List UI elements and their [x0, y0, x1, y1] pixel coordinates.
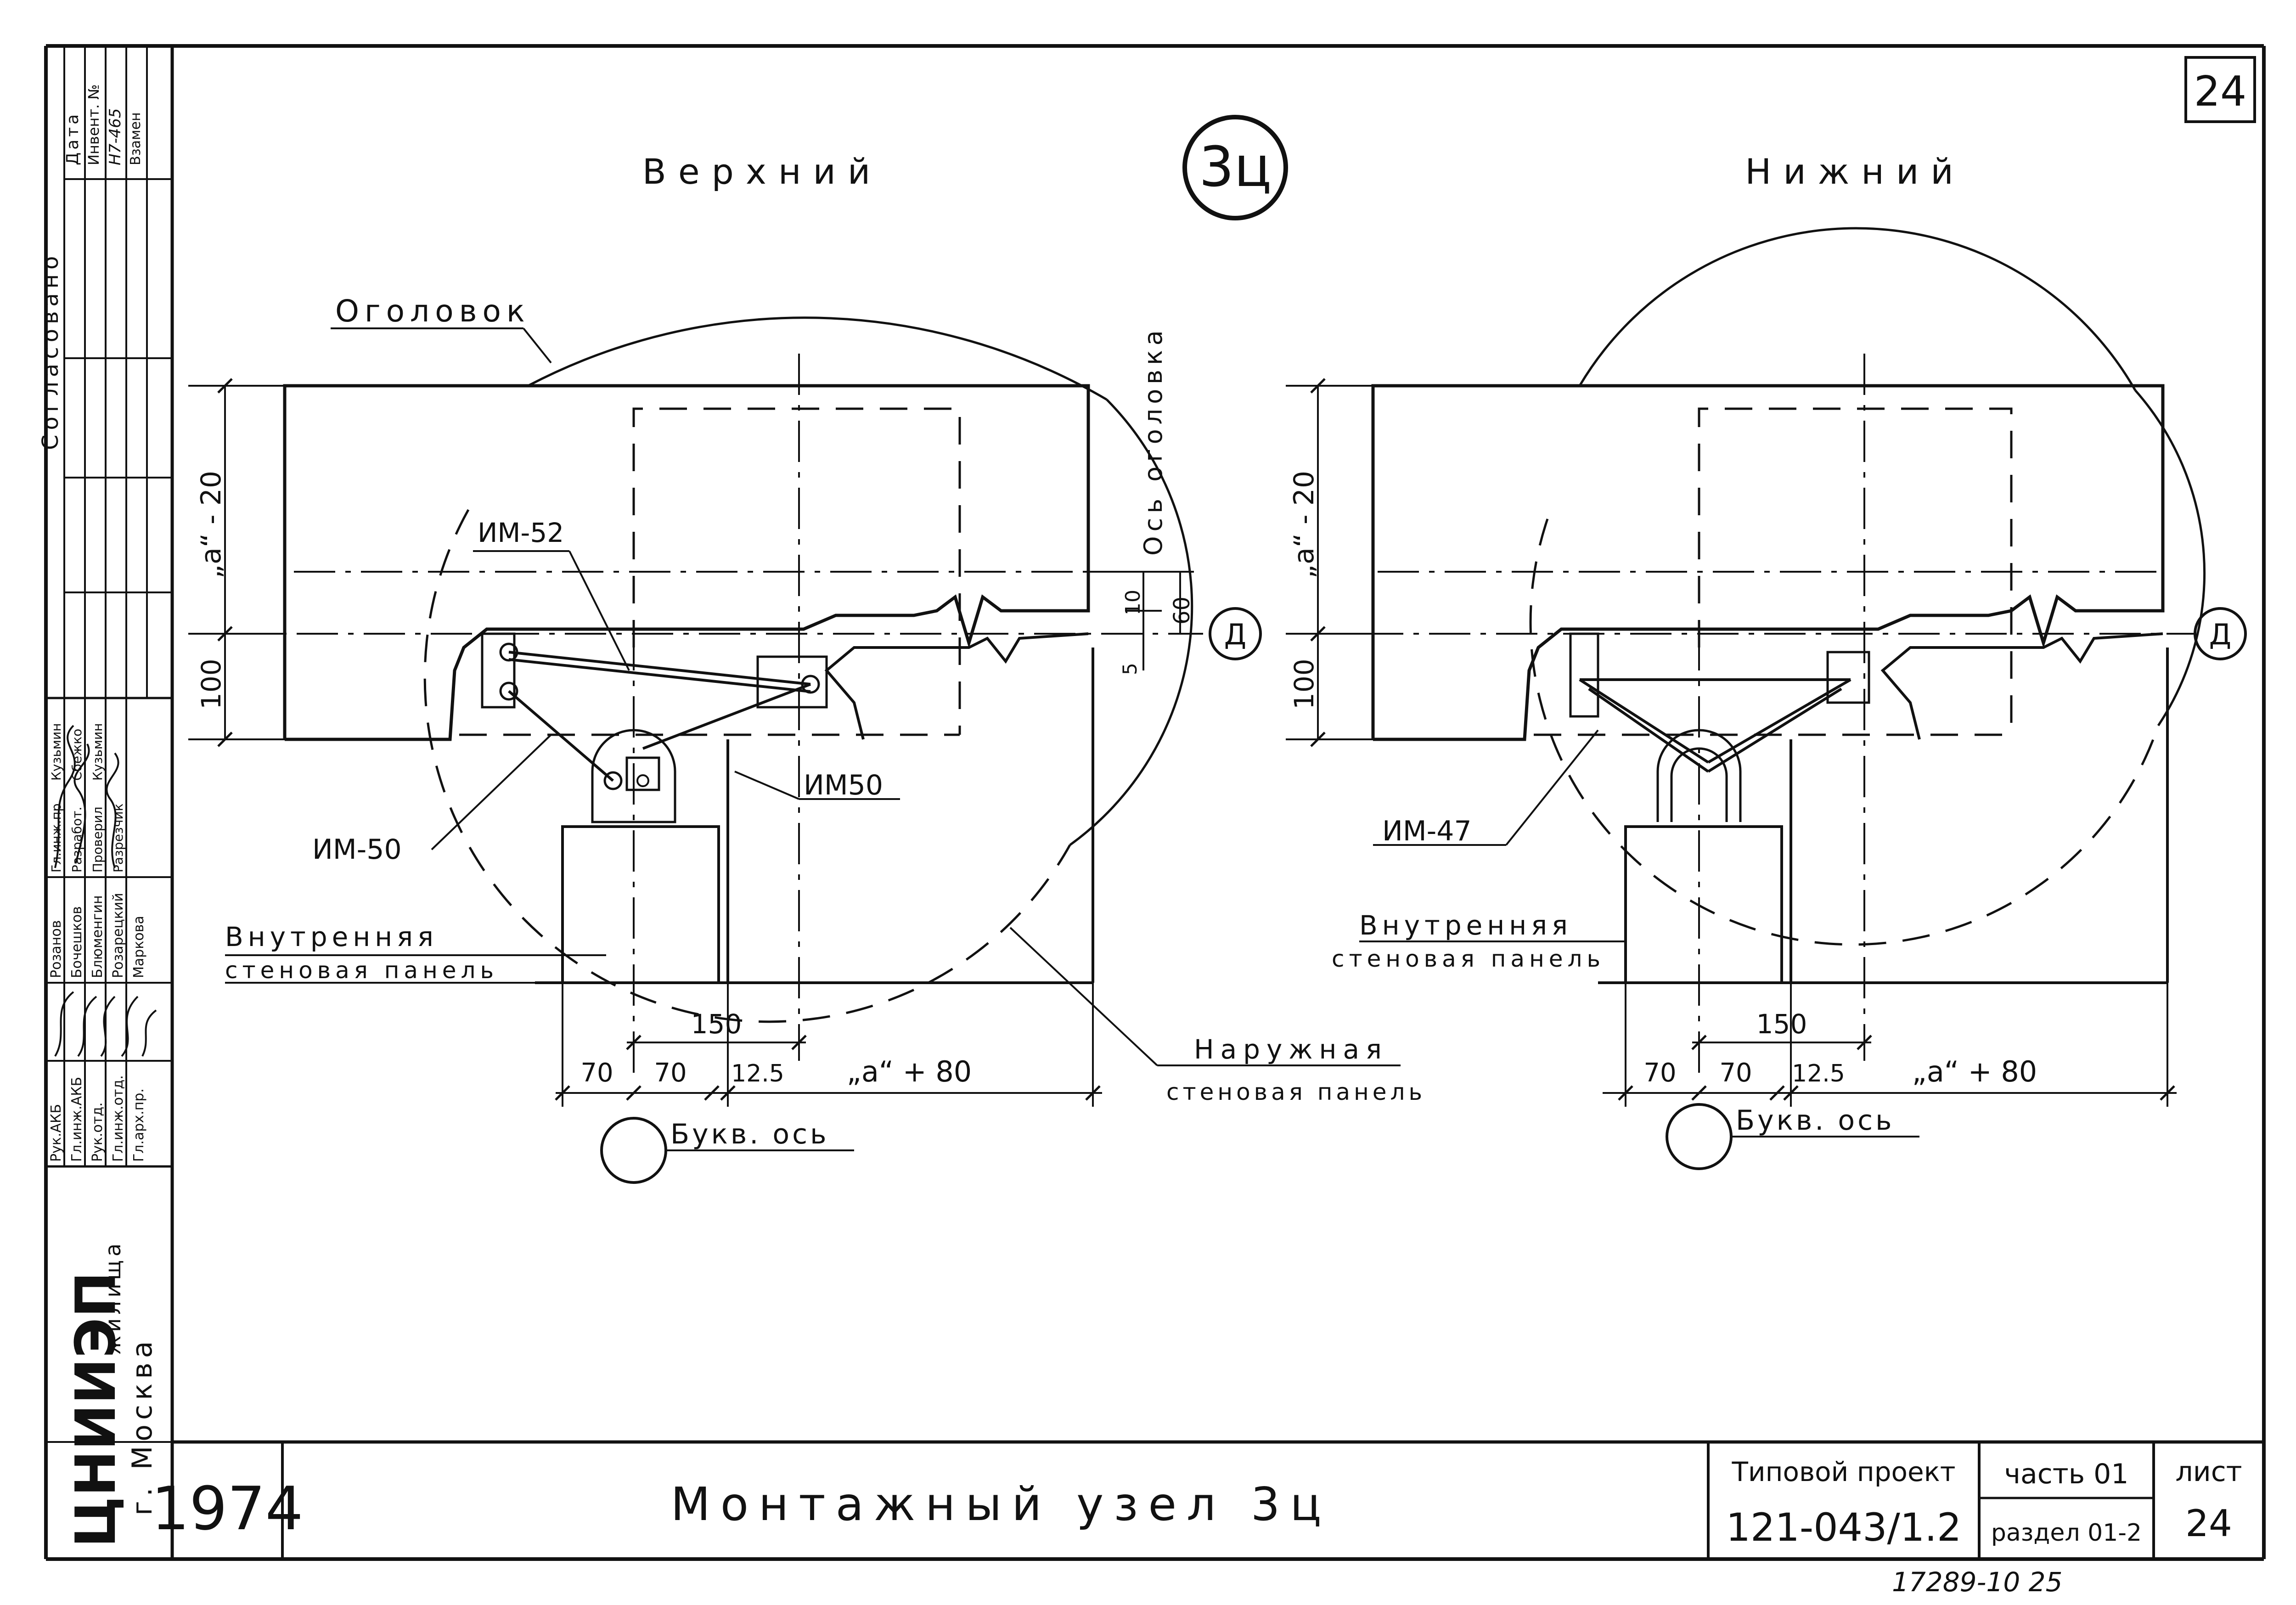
node-mark-circle: [1182, 115, 1288, 220]
side-block: [46, 46, 172, 1443]
title-block: [172, 1440, 2264, 1559]
name-5: Маркова: [131, 916, 147, 978]
inventory-label: Инвент. №: [85, 84, 102, 165]
signature-roles: Рук.АКБ Гл.инж.АКБ Рук.отд. Гл.инж.отд. …: [48, 893, 147, 1162]
right-view: [1286, 227, 2247, 1170]
left-im50-label: ИМ-50: [312, 833, 402, 866]
right-dim-70b: 70: [1719, 1058, 1752, 1088]
right-view-title: Нижний: [1745, 151, 1965, 192]
left-dim-12-5: 12.5: [731, 1060, 784, 1087]
right-inner-panel-2: стеновая панель: [1332, 946, 1605, 972]
right-dim-a-plus-80: „а“ + 80: [1912, 1055, 2037, 1088]
right-inner-panel-1: Внутренняя: [1359, 910, 1572, 941]
project-label: Типовой проект: [1731, 1456, 1955, 1487]
node-mark: 3ц: [1199, 135, 1272, 199]
left-dim-70b: 70: [654, 1058, 687, 1088]
name-3: Блюменгин: [90, 895, 106, 978]
replaces-label: Взамен: [128, 112, 144, 165]
signature-marks: [54, 725, 157, 1057]
role-3: Рук.отд.: [90, 1102, 106, 1162]
right-dim-a-minus-20: „а“ - 20: [1288, 471, 1320, 579]
org-subtitle: жилища: [101, 1240, 125, 1355]
left-letter-axis: Букв. ось: [670, 1118, 829, 1150]
sheet-frame: [44, 44, 2266, 1561]
left-dim-60: 60: [1169, 597, 1195, 625]
role-4: Гл.инж.отд.: [110, 1075, 126, 1162]
year: 1974: [152, 1474, 304, 1543]
name2-c: Кузьмин: [90, 723, 105, 781]
outer-panel-1: Наружная: [1194, 1034, 1388, 1065]
right-dim-12-5: 12.5: [1792, 1060, 1845, 1087]
right-dim-150: 150: [1756, 1008, 1807, 1040]
role2-c: Проверил: [90, 806, 105, 873]
left-dim-a-plus-80: „а“ + 80: [847, 1055, 972, 1088]
bottom-code: 17289-10 25: [1892, 1566, 2062, 1598]
left-view: [188, 316, 1401, 1184]
right-letter-axis: Букв. ось: [1736, 1104, 1894, 1137]
left-dim-a-minus-20: „а“ - 20: [195, 471, 227, 579]
part-label: часть 01: [2004, 1458, 2129, 1490]
right-im47-label: ИМ-47: [1382, 815, 1472, 847]
left-inner-panel-1: Внутренняя: [225, 921, 438, 952]
section-label: раздел 01-2: [1991, 1519, 2142, 1547]
left-im52-label: ИМ-52: [478, 517, 564, 548]
right-dim-70a: 70: [1643, 1058, 1676, 1088]
right-marker-label: Д: [2209, 618, 2231, 651]
outer-panel-2: стеновая панель: [1166, 1079, 1426, 1105]
left-dim-150: 150: [691, 1008, 742, 1040]
org-name: ЦНИИЭП: [64, 1272, 128, 1548]
inventory-number: Н7-465: [106, 108, 124, 165]
left-inner-panel-2: стеновая панель: [225, 957, 498, 984]
left-marker-label: Д: [1224, 618, 1246, 651]
left-dim-100: 100: [196, 659, 227, 710]
role-5: Гл.арх.пр.: [131, 1088, 147, 1162]
name-4: Розарецкий: [110, 893, 126, 978]
role-2: Гл.инж.АКБ: [69, 1077, 85, 1162]
role-1: Рук.АКБ: [48, 1104, 64, 1162]
sheet-number: 24: [2194, 68, 2247, 116]
name2-a: Кузьмин: [49, 723, 64, 781]
left-im50-right-label: ИМ50: [804, 769, 883, 801]
left-dim-5: 5: [1119, 663, 1141, 675]
right-dim-100: 100: [1289, 659, 1320, 710]
project-number: 121-043/1.2: [1726, 1505, 1962, 1550]
left-dim-70a: 70: [580, 1058, 613, 1088]
sheet-label: лист: [2175, 1456, 2242, 1488]
axis-ogolovka-label: Ось оголовка: [1139, 326, 1168, 556]
date-label: Дата: [63, 112, 82, 165]
left-view-title: Верхний: [642, 151, 883, 192]
org-city: г. Москва: [126, 1336, 158, 1515]
sheet-title: Монтажный узел 3ц: [671, 1477, 1332, 1531]
left-ogolovok-label: Оголовок: [335, 293, 530, 329]
sheet-value: 24: [2185, 1502, 2232, 1545]
name-2: Бочешков: [69, 906, 85, 978]
name-1: Розанов: [48, 920, 64, 978]
agreed-label: Согласовано: [38, 252, 63, 450]
left-dim-10: 10: [1121, 590, 1145, 615]
